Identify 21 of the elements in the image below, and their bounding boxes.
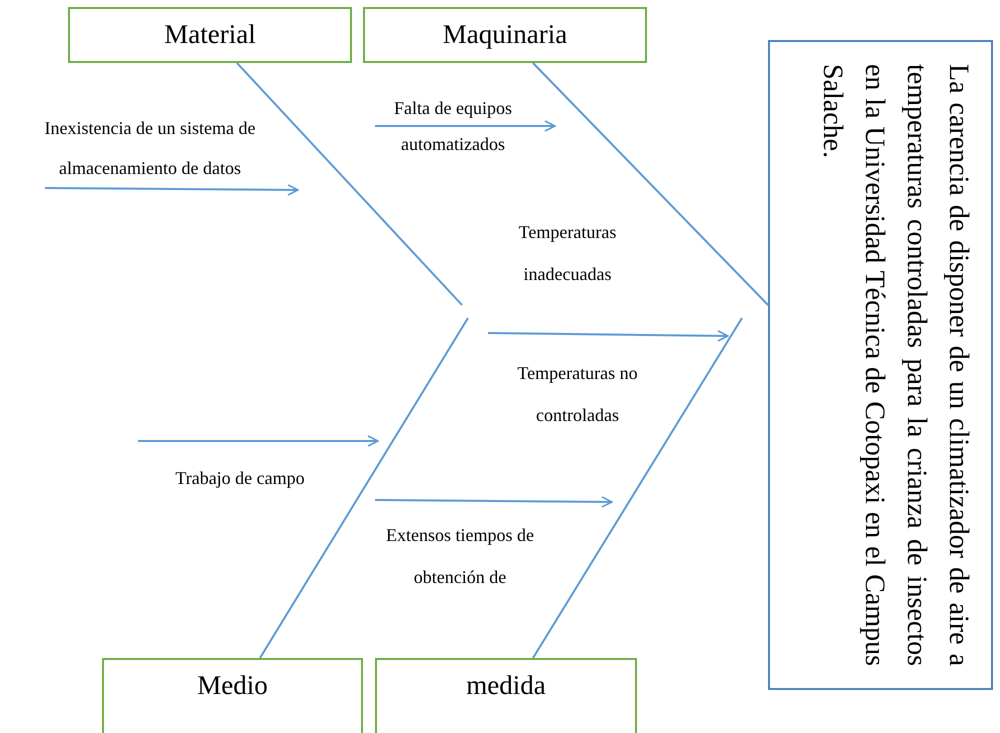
category-box: Medio	[102, 658, 363, 733]
cause-text: Temperaturas no controladas	[516, 362, 639, 427]
cause-arrow	[138, 435, 379, 447]
cause-text: Trabajo de campo	[170, 441, 310, 541]
cause-arrow	[375, 120, 556, 132]
cause-arrow	[45, 184, 299, 196]
category-box: medida	[375, 658, 637, 733]
cause-text: Temperaturas inadecuadas	[480, 211, 655, 333]
category-bone-line	[259, 317, 469, 659]
category-box: Material	[68, 7, 352, 63]
cause-arrow	[375, 496, 613, 508]
category-bone-line	[532, 62, 769, 306]
cause-text: Inexistencia de un sistema de almacenamiento de datos	[5, 108, 295, 188]
category-bone-line	[236, 62, 463, 306]
cause-text: Falta de equipos automatizados	[375, 90, 531, 162]
effect-text: La carencia de disponer de un climatizador de aire a temperaturas controladas para la crianza de insectos en la Universidad Técnica de Cotopaxi en el Campus Salache.	[816, 64, 975, 666]
category-bone-line	[532, 317, 743, 659]
effect-box	[768, 40, 993, 690]
cause-arrow	[488, 330, 729, 342]
category-box: Maquinaria	[363, 7, 647, 63]
cause-text: Extensos tiempos de obtención de	[385, 500, 535, 640]
